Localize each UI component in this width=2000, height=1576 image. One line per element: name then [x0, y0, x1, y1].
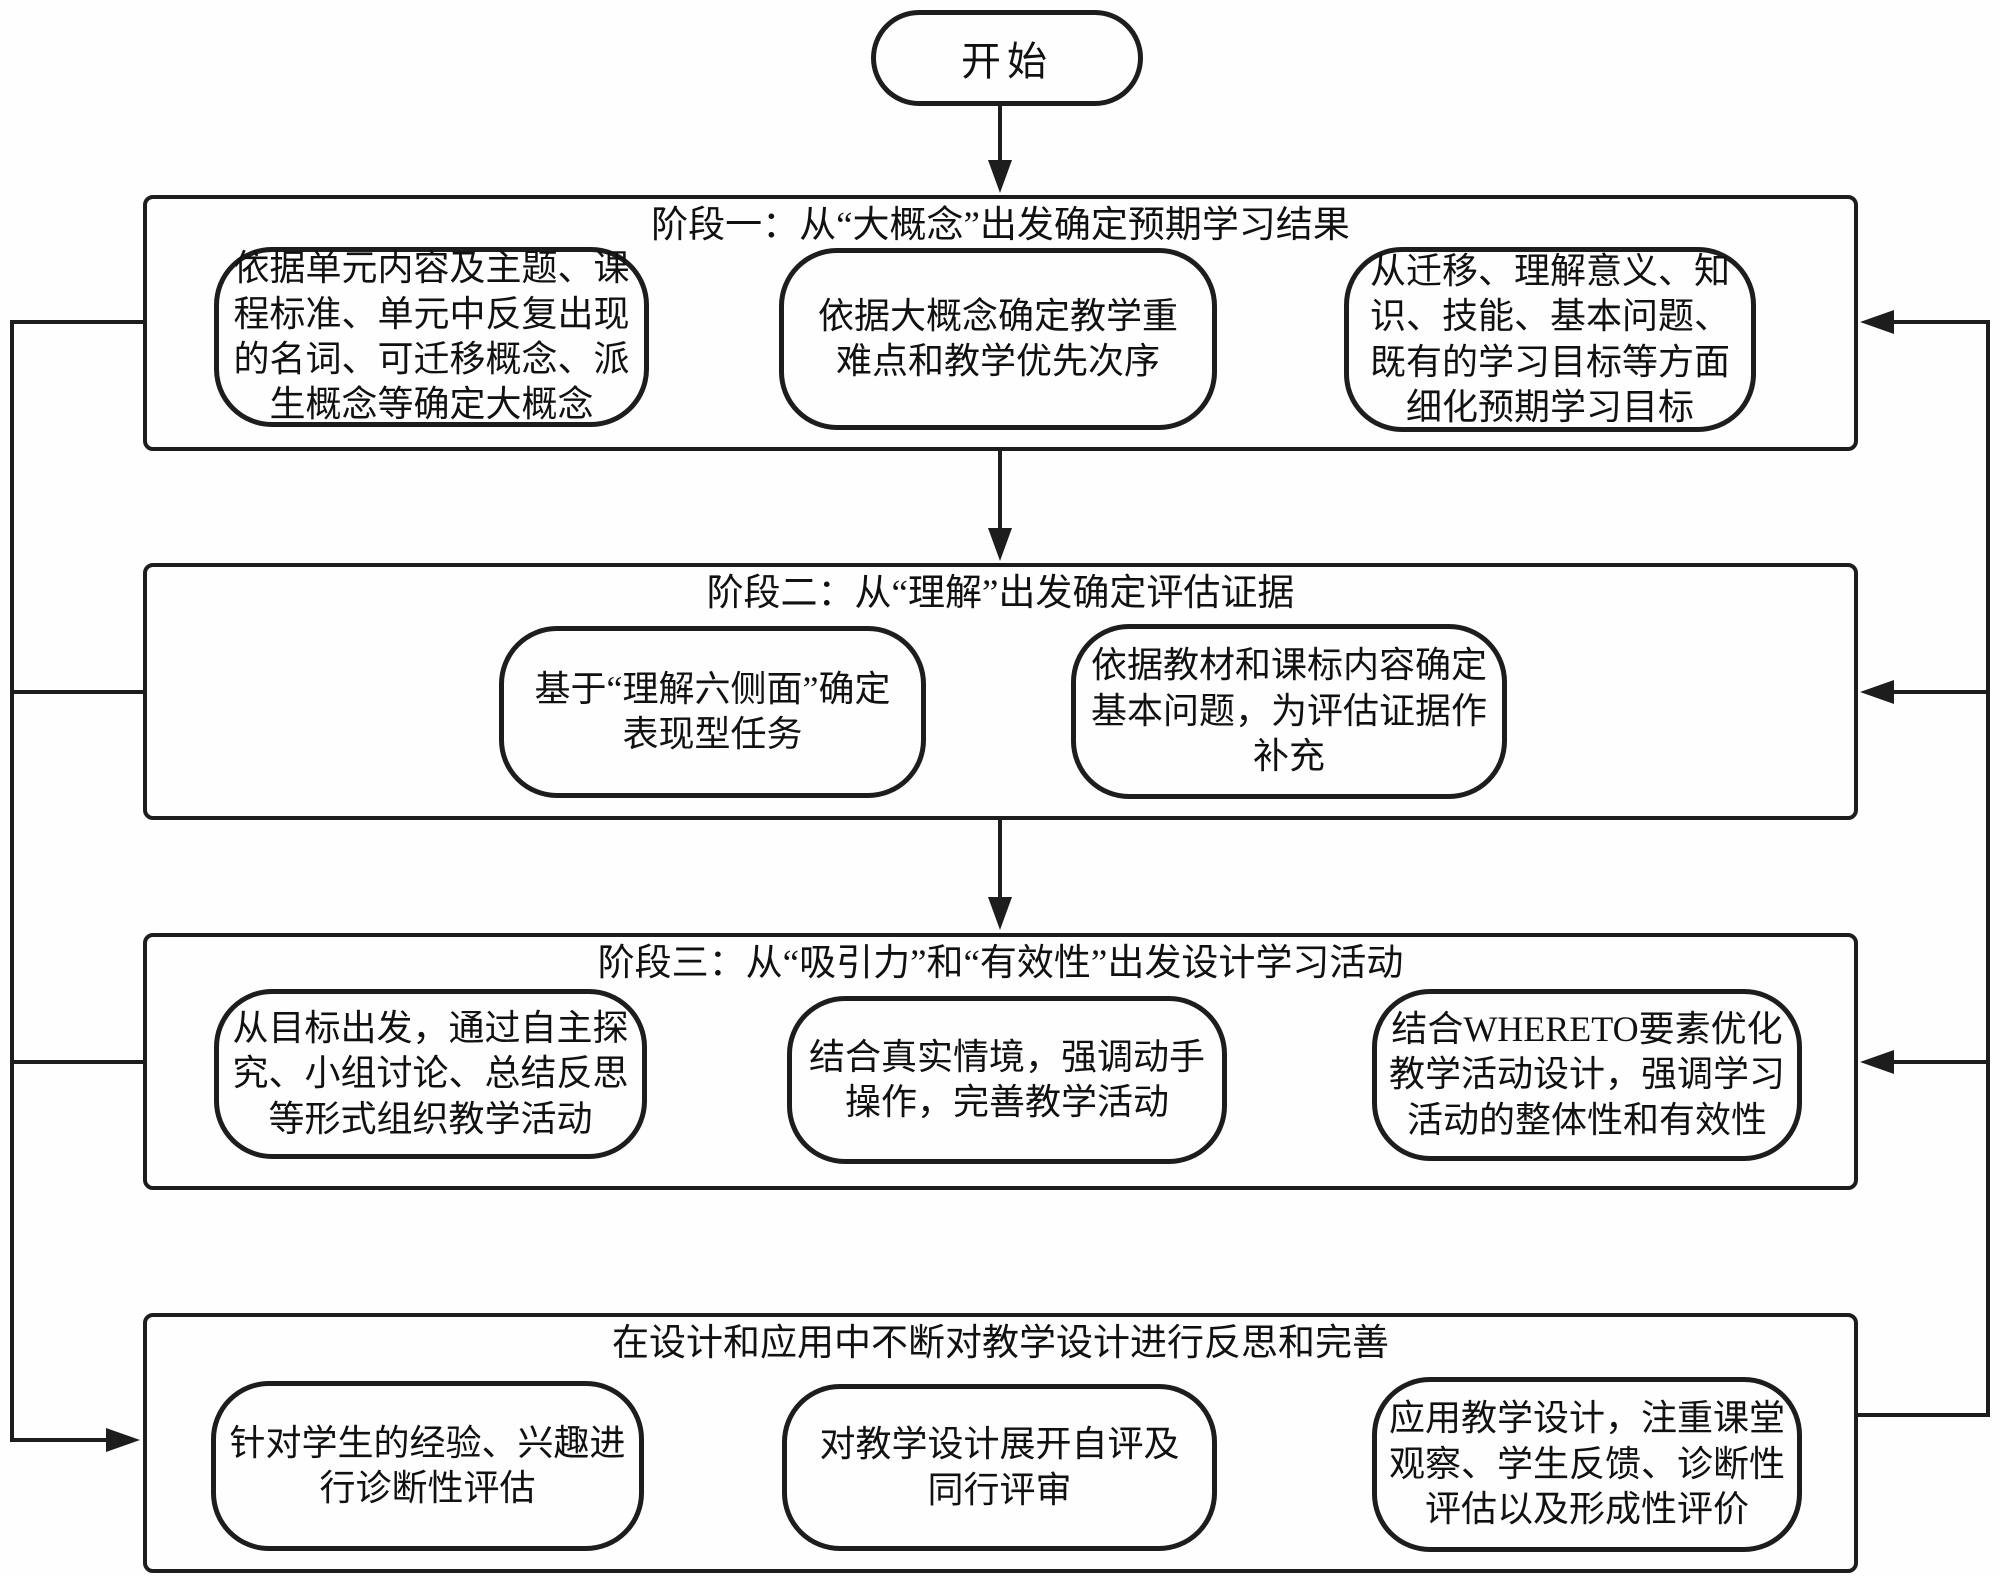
start-node: 开始 — [871, 10, 1143, 106]
stage-3-title: 阶段三：从“吸引力”和“有效性”出发设计学习活动 — [597, 943, 1404, 984]
arrow-stage1-to-stage2 — [988, 451, 1012, 561]
stage-1-node-2: 依据大概念确定教学重 难点和教学优先次序 — [779, 248, 1217, 430]
stage-1-node-3: 从迁移、理解意义、知 识、技能、基本问题、 既有的学习目标等方面 细化预期学习目… — [1344, 247, 1756, 432]
stage-3-node-1: 从目标出发，通过自主探 究、小组讨论、总结反思 等形式组织教学活动 — [214, 989, 647, 1159]
stage-1-container: 阶段一：从“大概念”出发确定预期学习结果 依据单元内容及主题、课 程标准、单元中… — [143, 195, 1858, 451]
reflection-node-1: 针对学生的经验、兴趣进 行诊断性评估 — [211, 1381, 644, 1551]
arrow-start-to-stage1 — [988, 106, 1012, 193]
stage-2-title: 阶段二：从“理解”出发确定评估证据 — [706, 573, 1295, 614]
reflection-node-3: 应用教学设计，注重课堂 观察、学生反馈、诊断性 评估以及形成性评价 — [1372, 1377, 1802, 1552]
stage-3-node-3: 结合WHERETO要素优化 教学活动设计，强调学习 活动的整体性和有效性 — [1372, 989, 1802, 1161]
arrow-stage2-to-stage3 — [988, 820, 1012, 930]
reflection-node-2: 对教学设计展开自评及 同行评审 — [782, 1384, 1217, 1551]
left-feedback-path — [10, 320, 143, 1452]
reflection-stage-title: 在设计和应用中不断对教学设计进行反思和完善 — [612, 1323, 1389, 1364]
stage-2-container: 阶段二：从“理解”出发确定评估证据 基于“理解六侧面”确定 表现型任务 依据教材… — [143, 563, 1858, 820]
stage-2-node-2: 依据教材和课标内容确定 基本问题，为评估证据作 补充 — [1071, 624, 1507, 799]
stage-1-node-1: 依据单元内容及主题、课 程标准、单元中反复出现 的名词、可迁移概念、派 生概念等… — [214, 247, 649, 427]
right-feedback-path — [1858, 310, 1990, 1417]
stage-1-title: 阶段一：从“大概念”出发确定预期学习结果 — [651, 205, 1350, 246]
stage-3-node-2: 结合真实情境，强调动手 操作，完善教学活动 — [787, 996, 1227, 1164]
reflection-stage-container: 在设计和应用中不断对教学设计进行反思和完善 针对学生的经验、兴趣进 行诊断性评估… — [143, 1313, 1858, 1573]
stage-3-container: 阶段三：从“吸引力”和“有效性”出发设计学习活动 从目标出发，通过自主探 究、小… — [143, 933, 1858, 1190]
start-label: 开始 — [961, 39, 1053, 84]
stage-2-node-1: 基于“理解六侧面”确定 表现型任务 — [499, 626, 926, 798]
